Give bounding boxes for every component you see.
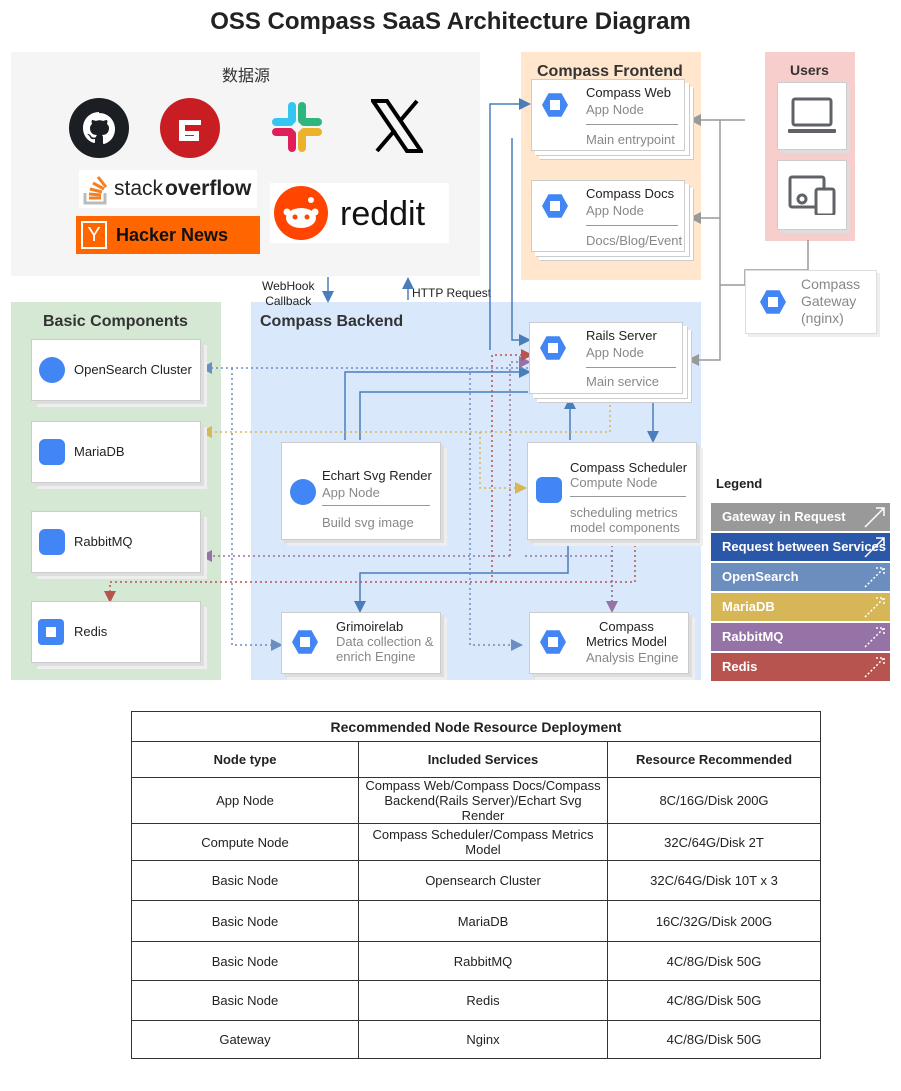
legend-gateway: Gateway in Request (711, 503, 890, 531)
compute-engine-icon (542, 93, 568, 117)
table-header: Resource Recommended (607, 741, 821, 778)
compute-engine-icon (540, 630, 566, 654)
laptop-user-card (777, 82, 847, 150)
cluster-icon (39, 357, 65, 383)
legend-opensearch: OpenSearch (711, 563, 890, 591)
database-icon (39, 439, 65, 465)
stackoverflow-text-a: stack (114, 177, 164, 200)
legend-redis: Redis (711, 653, 890, 681)
basic-label: Basic Components (43, 313, 188, 330)
echart-type: App Node (322, 485, 380, 500)
users-label: Users (790, 62, 829, 78)
x-icon (369, 99, 425, 153)
backend-label: Compass Backend (260, 313, 404, 330)
memorystore-icon (38, 619, 64, 645)
echart-desc: Build svg image (322, 515, 414, 530)
compass-web-name: Compass Web (586, 85, 672, 100)
metrics-name: Compass Metrics Model (586, 619, 667, 649)
slack-icon (268, 98, 326, 156)
compute-engine-icon (542, 194, 568, 218)
reddit-logo: reddit (270, 183, 449, 243)
mariadb-node[interactable]: MariaDB (31, 421, 201, 483)
compass-docs-node[interactable]: Compass Docs App Node Docs/Blog/Event (531, 180, 685, 252)
compass-web-node[interactable]: Compass Web App Node Main entrypoint (531, 79, 685, 151)
resource-table: Recommended Node Resource Deployment Nod… (131, 711, 821, 1059)
grimoire-name: Grimoirelab (336, 619, 404, 634)
echart-name: Echart Svg Render (322, 468, 432, 483)
rabbitmq-name: RabbitMQ (74, 534, 133, 549)
rails-server-node[interactable]: Rails Server App Node Main service (529, 322, 683, 394)
frontend-label: Compass Frontend (537, 63, 683, 80)
stackoverflow-logo: stack overflow (79, 170, 257, 208)
echart-node[interactable]: Echart Svg Render App Node Build svg ima… (281, 442, 441, 540)
hackernews-y-icon: Y (81, 221, 107, 249)
reddit-text: reddit (340, 195, 426, 233)
diagram-title: OSS Compass SaaS Architecture Diagram (210, 8, 691, 35)
aperture-icon (290, 479, 316, 505)
connections (104, 98, 809, 651)
rails-desc: Main service (586, 374, 659, 389)
devices-icon (788, 175, 836, 215)
compass-web-desc: Main entrypoint (586, 132, 675, 147)
opensearch-node[interactable]: OpenSearch Cluster (31, 339, 201, 401)
compass-docs-type: App Node (586, 203, 644, 218)
table-header: Included Services (358, 741, 608, 778)
redis-name: Redis (74, 624, 108, 639)
metrics-model-node[interactable]: Compass Metrics Model Analysis Engine (529, 612, 689, 674)
scheduler-name: Compass Scheduler (570, 460, 688, 475)
metrics-type: Analysis Engine (586, 650, 679, 665)
legend-arrows (864, 507, 885, 678)
mariadb-name: MariaDB (74, 444, 125, 459)
table-header: Node type (131, 741, 359, 778)
list-icon (536, 477, 562, 503)
compute-engine-icon (292, 630, 318, 654)
legend-rabbitmq: RabbitMQ (711, 623, 890, 651)
legend-request: Request between Services (711, 533, 890, 561)
stackoverflow-text-b: overflow (165, 177, 252, 200)
compass-docs-name: Compass Docs (586, 186, 675, 201)
grimoirelab-node[interactable]: Grimoirelab Data collection & enrich Eng… (281, 612, 441, 674)
opensearch-name: OpenSearch Cluster (74, 362, 192, 377)
compass-docs-desc: Docs/Blog/Event (586, 233, 683, 248)
scheduler-type: Compute Node (570, 475, 658, 490)
compute-engine-icon (540, 336, 566, 360)
rabbitmq-node[interactable]: RabbitMQ (31, 511, 201, 573)
redis-node[interactable]: Redis (31, 601, 201, 663)
legend-mariadb: MariaDB (711, 593, 890, 621)
legend-title: Legend (716, 476, 763, 491)
rails-type: App Node (586, 345, 644, 360)
table-title: Recommended Node Resource Deployment (131, 711, 821, 742)
grimoire-type: Data collection & enrich Engine (336, 634, 434, 664)
datasource-label: 数据源 (222, 68, 271, 85)
compass-gateway-node[interactable]: Compass Gateway (nginx) (745, 270, 877, 334)
gitee-icon (160, 98, 220, 158)
github-icon (69, 98, 129, 158)
rails-name: Rails Server (586, 328, 657, 343)
http-request-label: HTTP Request (412, 286, 492, 300)
scheduler-node[interactable]: Compass Scheduler Compute Node schedulin… (527, 442, 697, 540)
compass-web-type: App Node (586, 102, 644, 117)
mobile-user-card (777, 160, 847, 230)
scheduler-desc: scheduling metrics model components (570, 505, 680, 535)
load-balancer-icon (760, 290, 786, 314)
hackernews-logo: Y Hacker News (76, 216, 260, 254)
webhook-label: WebHook Callback (262, 279, 315, 308)
queue-icon (39, 529, 65, 555)
hackernews-text: Hacker News (116, 225, 229, 245)
laptop-icon (788, 97, 836, 133)
gateway-name: Compass Gateway (nginx) (801, 276, 861, 326)
